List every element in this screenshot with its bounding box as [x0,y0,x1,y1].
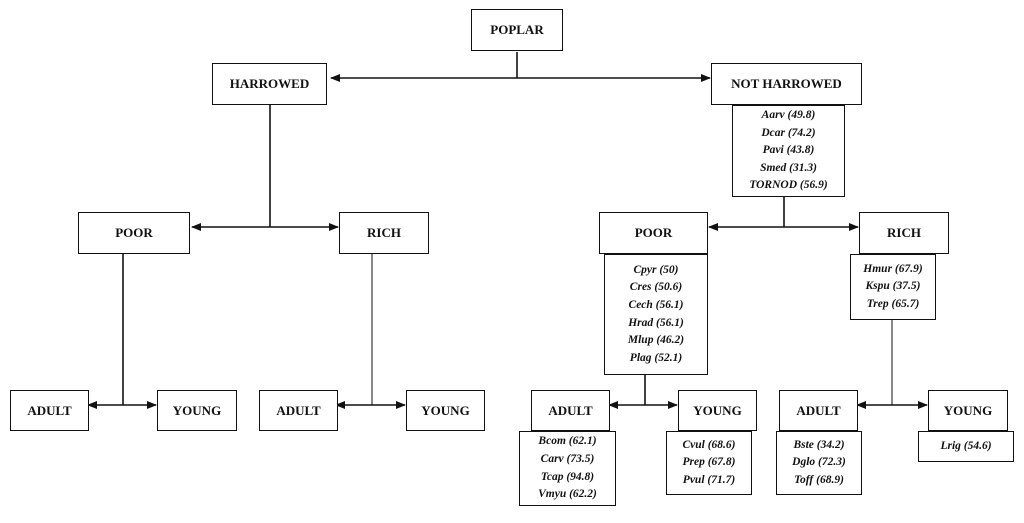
node-h-rich-adult: ADULT [259,390,338,431]
species-item: Lrig (54.6) [940,439,992,452]
node-not-harrowed: NOT HARROWED [711,63,862,105]
node-poplar: POPLAR [471,9,563,51]
node-nh-rich-adult: ADULT [779,390,858,431]
species-item: Dcar (74.2) [761,126,816,139]
species-item: Bste (34.2) [793,438,845,451]
node-not-harrowed-poor: POOR [599,212,708,254]
species-item: Cpyr (50) [633,263,679,276]
species-item: Mlup (46.2) [627,334,685,347]
species-item: Bcom (62.1) [538,435,597,448]
species-item: Toff (68.9) [794,473,844,486]
species-item: Kspu (37.5) [865,280,921,293]
node-h-poor-young: YOUNG [157,390,237,431]
species-item: Trep (65.7) [866,297,920,310]
species-list-nh-poor-young: Cvul (68.6) Prep (67.8) Pvul (71.7) [666,431,752,495]
species-item: Carv (73.5) [540,452,595,465]
node-not-harrowed-rich: RICH [859,212,949,254]
species-list-not-harrowed-poor: Cpyr (50) Cres (50.6) Cech (56.1) Hrad (… [604,254,708,375]
species-item: Cres (50.6) [629,281,683,294]
node-nh-poor-young: YOUNG [678,390,757,431]
species-item: Hrad (56.1) [628,316,684,329]
species-list-nh-poor-adult: Bcom (62.1) Carv (73.5) Tcap (94.8) Vmyu… [519,431,616,506]
node-harrowed: HARROWED [212,63,327,105]
species-list-nh-rich-adult: Bste (34.2) Dglo (72.3) Toff (68.9) [776,431,862,495]
species-item: TORNOD (56.9) [749,179,828,192]
species-item: Plag (52.1) [629,351,683,364]
species-item: Vmyu (62.2) [538,488,597,501]
species-item: Cech (56.1) [628,298,684,311]
species-item: Dglo (72.3) [792,456,846,469]
species-item: Tcap (94.8) [540,470,595,483]
node-nh-poor-adult: ADULT [531,390,610,431]
species-list-nh-rich-young: Lrig (54.6) [918,431,1014,462]
node-h-poor-adult: ADULT [10,390,89,431]
species-item: Hmur (67.9) [863,262,923,275]
node-h-rich-young: YOUNG [406,390,485,431]
species-item: Cvul (68.6) [682,438,736,451]
species-item: Prep (67.8) [682,456,736,469]
node-nh-rich-young: YOUNG [928,390,1008,431]
species-list-not-harrowed: Aarv (49.8) Dcar (74.2) Pavi (43.8) Smed… [732,105,845,197]
species-item: Pvul (71.7) [682,473,736,486]
species-list-not-harrowed-rich: Hmur (67.9) Kspu (37.5) Trep (65.7) [850,254,936,320]
species-item: Pavi (43.8) [762,144,815,157]
node-harrowed-rich: RICH [339,212,429,254]
node-harrowed-poor: POOR [78,212,190,254]
species-item: Aarv (49.8) [761,109,816,122]
species-item: Smed (31.3) [760,161,817,174]
